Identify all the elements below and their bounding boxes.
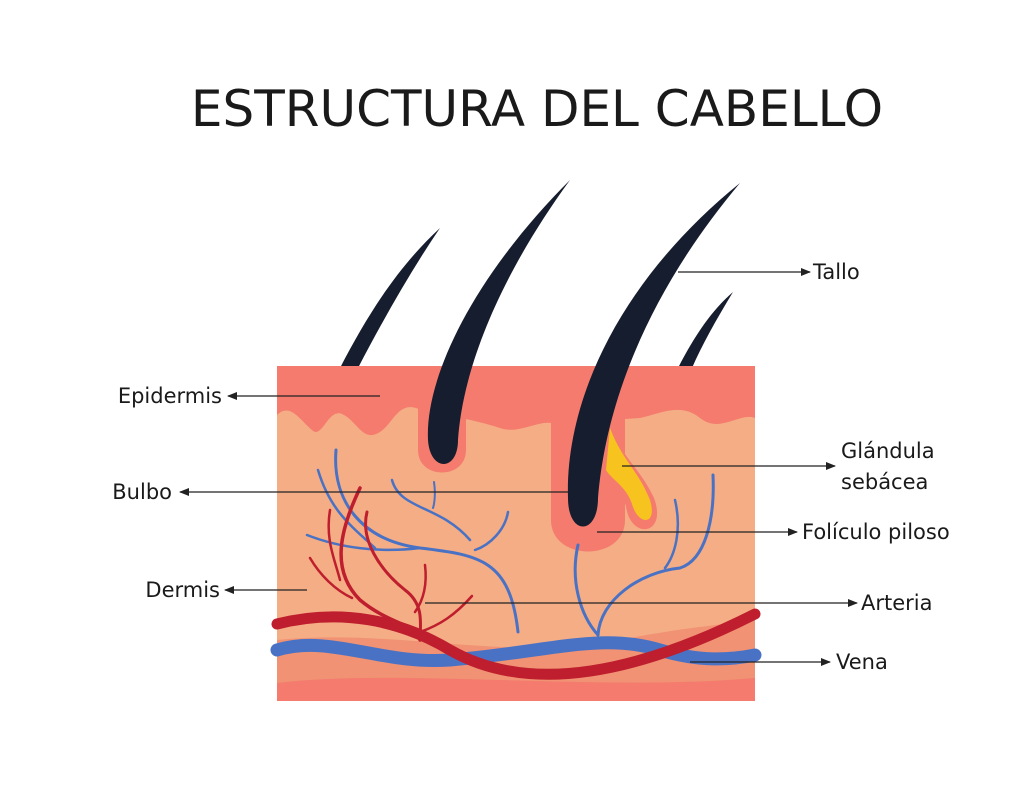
hypodermis-layer — [277, 677, 755, 701]
label-arteria: Arteria — [425, 591, 933, 615]
diagram-title: ESTRUCTURA DEL CABELLO — [191, 80, 883, 138]
label-glandula-line2: sebácea — [841, 470, 928, 494]
vein-branches — [305, 448, 715, 637]
label-bulbo: Bulbo — [112, 480, 568, 504]
label-tallo-text: Tallo — [812, 260, 860, 284]
vein — [270, 636, 762, 668]
hair-left — [427, 180, 570, 464]
hair-shaft-small-right — [678, 292, 733, 368]
label-dermis: Dermis — [145, 578, 307, 602]
label-glandula-line1: Glándula — [841, 439, 935, 463]
label-foliculo-text: Folículo piloso — [802, 520, 950, 544]
label-epidermis-text: Epidermis — [118, 384, 222, 408]
label-glandula: Glándula sebácea — [622, 439, 935, 494]
skin-block — [270, 180, 762, 701]
label-tallo: Tallo — [678, 260, 860, 284]
label-vena: Vena — [690, 650, 888, 674]
label-vena-text: Vena — [836, 650, 888, 674]
label-foliculo: Folículo piloso — [597, 520, 950, 544]
sebaceous-gland — [606, 428, 652, 521]
label-arteria-text: Arteria — [861, 591, 933, 615]
label-bulbo-text: Bulbo — [112, 480, 172, 504]
label-epidermis: Epidermis — [118, 384, 380, 408]
artery — [271, 608, 761, 680]
hair-bulb — [567, 183, 740, 527]
hair-shaft-small-left — [340, 228, 440, 368]
label-dermis-text: Dermis — [145, 578, 220, 602]
